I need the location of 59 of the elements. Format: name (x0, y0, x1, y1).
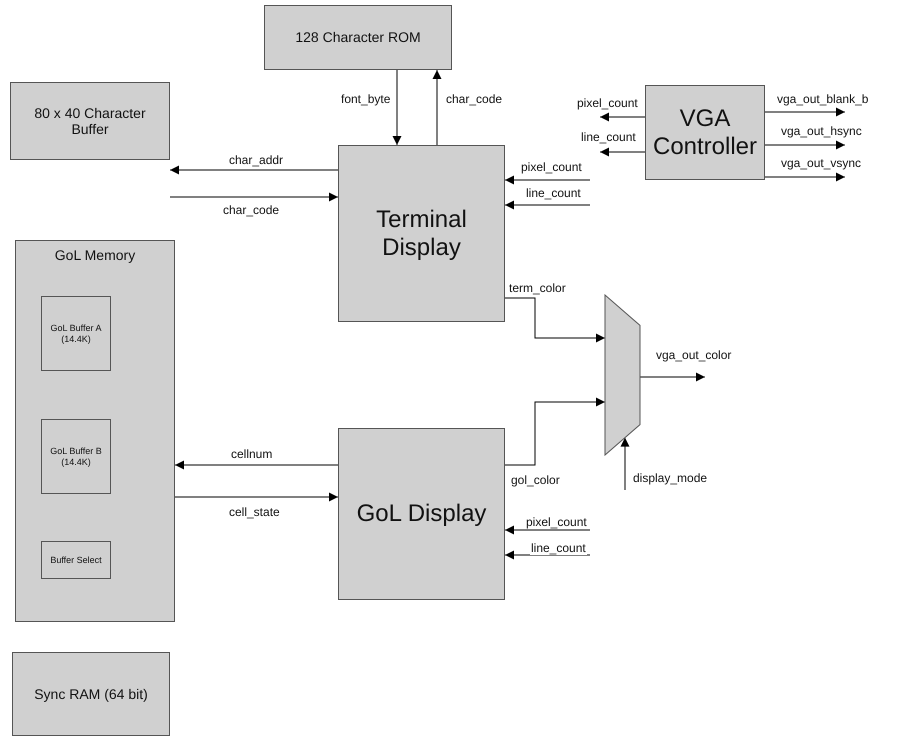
arrow (504, 200, 590, 210)
arrow (432, 70, 442, 146)
arrow (600, 112, 646, 122)
memory-panel (15, 240, 175, 622)
edge-label: char_code (445, 92, 504, 106)
module-label: VGA Controller (652, 104, 758, 160)
module-label: GoL Buffer B (14.4K) (49, 446, 103, 467)
arrow (620, 437, 630, 490)
arrow (600, 148, 646, 156)
edge-label: cell_state (228, 505, 281, 519)
edge-label: gol_color (510, 473, 561, 487)
edge-label: pixel_count (520, 160, 583, 174)
arrow (764, 108, 846, 116)
module-box (41, 419, 111, 494)
module-label: Buffer Select (49, 554, 103, 566)
edge-label: term_color (508, 281, 567, 295)
arrow (392, 70, 402, 146)
arrow (504, 526, 590, 534)
module-box (264, 5, 452, 70)
edge-label: line_count (530, 541, 587, 555)
module-box (41, 296, 111, 371)
edge-label: pixel_count (576, 96, 639, 110)
edge-label: vga_out_vsync (780, 156, 862, 170)
module-box (338, 428, 505, 600)
edge-label: line_count (525, 186, 582, 200)
arrow (764, 140, 846, 150)
module-label: Terminal Display (375, 206, 468, 262)
arrow (170, 166, 338, 174)
module-label: 128 Character ROM (294, 29, 422, 46)
module-label: GoL Buffer A (14.4K) (49, 323, 103, 344)
edge-label: cellnum (230, 447, 274, 461)
module-label: 80 x 40 Character Buffer (33, 104, 147, 138)
module-label: Sync RAM (64 bit) (33, 686, 149, 702)
module-label: GoL Display (356, 500, 488, 528)
edge-label: vga_out_color (655, 348, 732, 362)
arrow (170, 192, 338, 202)
multiplexer-symbol (605, 295, 640, 455)
edge-label: pixel_count (525, 515, 588, 529)
module-box (41, 541, 111, 579)
arrow (174, 492, 338, 502)
module-box (12, 652, 170, 736)
arrow (640, 372, 706, 382)
arrow (764, 172, 846, 182)
edge-label: char_addr (228, 153, 284, 167)
edge-label: vga_out_blank_b (776, 92, 870, 106)
arrow (174, 460, 338, 470)
arrow (504, 398, 606, 466)
module-box (645, 85, 765, 180)
arrow (504, 550, 590, 560)
panel-heading: GoL Memory (54, 246, 136, 264)
edge-label: vga_out_hsync (780, 124, 863, 138)
arrow (504, 176, 590, 184)
edge-label: font_byte (340, 92, 392, 106)
module-box (10, 82, 170, 160)
edge-label: line_count (580, 130, 637, 144)
edge-label: char_code (222, 203, 280, 217)
edge-label: display_mode (632, 471, 708, 485)
arrow (504, 298, 606, 342)
module-box (338, 145, 505, 322)
